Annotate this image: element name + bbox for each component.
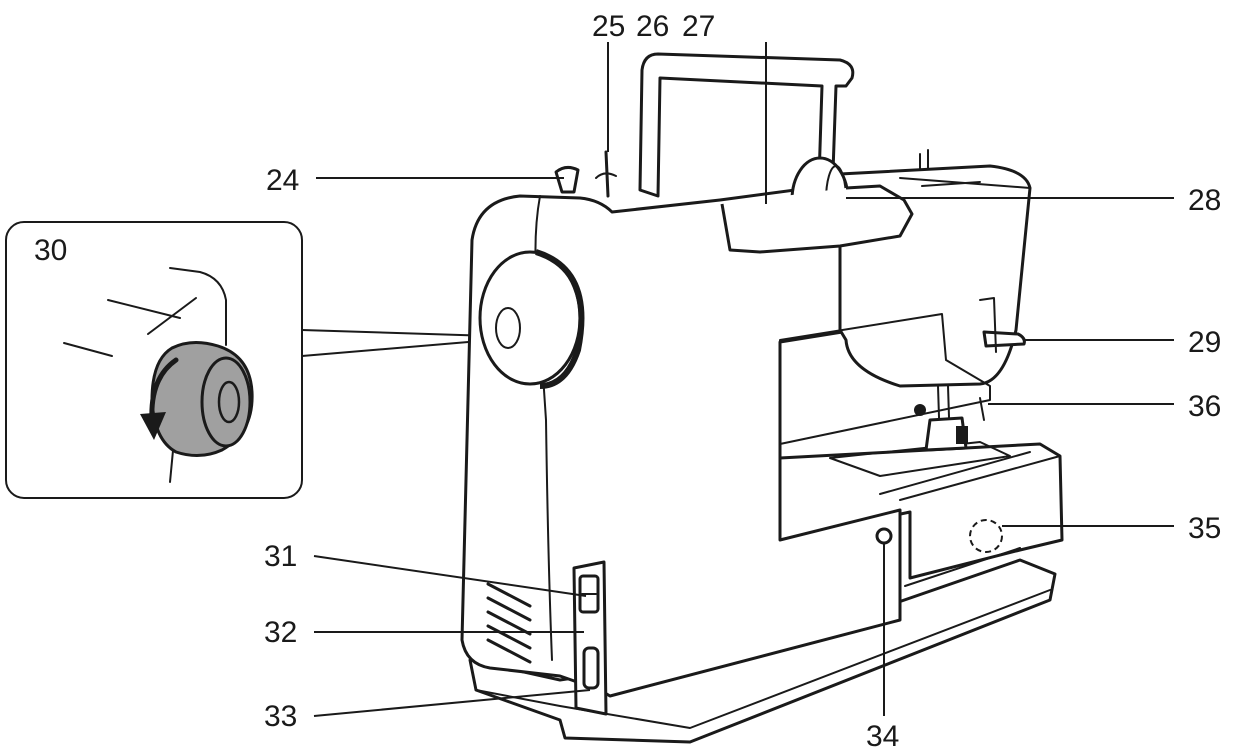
callout-labels: 24 25 26 27 28 29 36 35 31 32 33 34 — [264, 10, 1221, 753]
inset-guide-line-3 — [63, 342, 113, 357]
inset-handwheel-face — [200, 356, 252, 448]
curved-arrow-icon — [140, 357, 179, 440]
callout-35: 35 — [1188, 512, 1221, 545]
leader-31 — [313, 555, 587, 597]
handwheel-back-rim — [535, 249, 585, 389]
presser-foot-screw — [956, 426, 968, 444]
needle-clamp-screw — [914, 404, 926, 416]
arm-opening — [779, 313, 991, 445]
inset-leader-top — [301, 329, 493, 337]
free-arm-screw — [875, 527, 893, 545]
callout-36: 36 — [1188, 390, 1221, 423]
ventilation-slots — [486, 582, 532, 664]
bobbin-winder-stopper — [554, 165, 580, 194]
power-socket — [582, 646, 600, 690]
handwheel-detail-inset: 30 — [5, 221, 303, 499]
callout-32: 32 — [264, 616, 297, 649]
base-edge — [475, 589, 1051, 729]
callout-26: 26 — [636, 10, 669, 43]
callout-30: 30 — [34, 234, 67, 267]
callout-25: 25 — [592, 10, 625, 43]
presser-foot-lever — [982, 330, 1026, 348]
bed-top-line — [879, 451, 1031, 495]
bobbin-cover-release — [969, 519, 1003, 553]
head-slot — [921, 181, 981, 187]
inset-body-contour — [169, 267, 227, 346]
bobbin-winder-cap — [595, 172, 617, 179]
callout-24: 24 — [266, 164, 299, 197]
spool-holder-arm — [720, 184, 914, 254]
sewing-machine — [460, 52, 1064, 744]
inset-handwheel-hub — [217, 380, 241, 424]
inset-frame — [5, 221, 303, 499]
handwheel-hub — [495, 307, 521, 349]
callout-27: 27 — [682, 10, 715, 43]
callout-34: 34 — [866, 720, 899, 753]
leader-lines — [313, 42, 1174, 717]
callout-33: 33 — [264, 700, 297, 733]
callout-28: 28 — [1188, 184, 1221, 217]
inset-guide-line-2 — [147, 297, 197, 335]
thread-guide-post — [919, 149, 929, 171]
thread-cutter — [979, 397, 985, 421]
callout-29: 29 — [1188, 326, 1221, 359]
leader-33 — [313, 689, 591, 717]
machine-side-contour — [534, 195, 553, 661]
inset-guide-line-1 — [107, 299, 181, 319]
bed-lower-edge — [904, 547, 1021, 587]
bed-front-face — [899, 455, 1061, 501]
lever-slot — [979, 297, 997, 353]
inset-leader-bottom — [301, 339, 493, 357]
callout-31: 31 — [264, 540, 297, 573]
